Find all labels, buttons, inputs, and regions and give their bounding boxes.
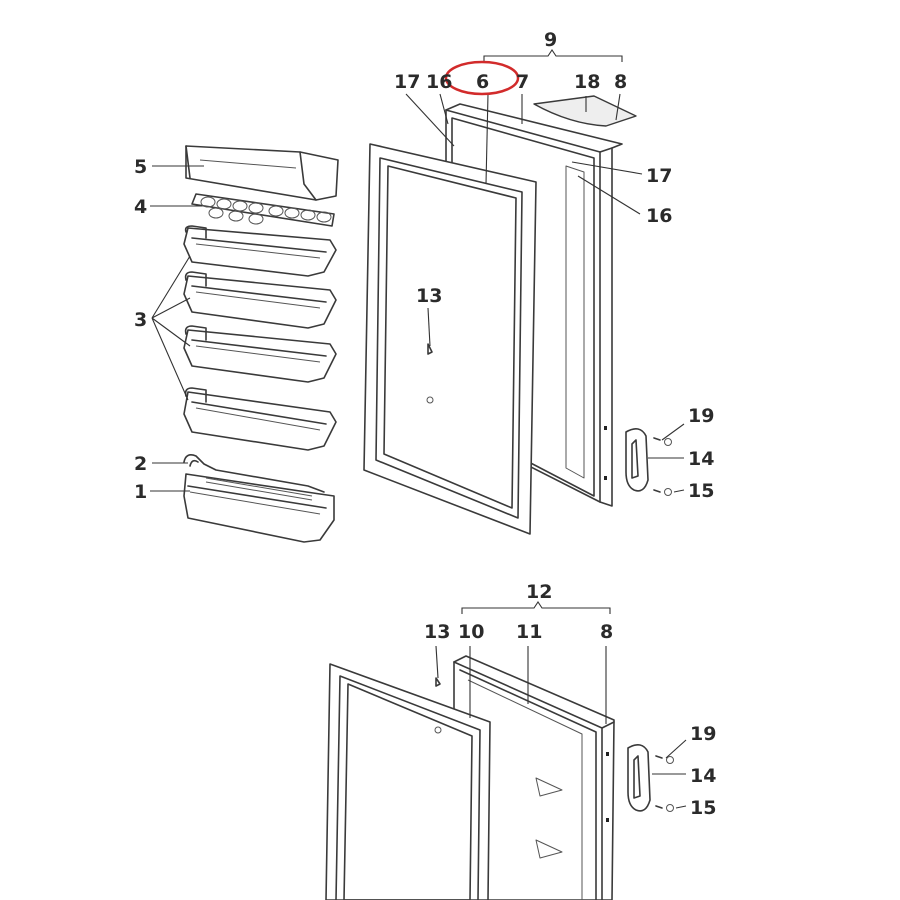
- callout-13-bottom: 13: [424, 621, 450, 643]
- egg-tray: [191, 193, 335, 227]
- fridge-door-gasket: [363, 143, 537, 535]
- callout-5: 5: [134, 156, 147, 178]
- freezer-screw: [434, 677, 442, 734]
- callout-19-bottom: 19: [690, 723, 716, 745]
- freezer-door-panel: [453, 655, 615, 900]
- callout-19-top: 19: [688, 405, 714, 427]
- callout-18: 18: [574, 71, 600, 93]
- callout-3: 3: [134, 309, 147, 331]
- bottle-shelf: [183, 473, 335, 543]
- callout-16-right: 16: [646, 205, 672, 227]
- callout-2: 2: [134, 453, 147, 475]
- callout-8-top: 8: [614, 71, 627, 93]
- callout-15-top: 15: [688, 480, 714, 502]
- callout-16-top: 16: [426, 71, 452, 93]
- door-shelf-3: [183, 325, 337, 383]
- callout-6: 6: [476, 71, 489, 93]
- hinge-cover: [533, 95, 637, 127]
- bottle-retainer: [183, 454, 325, 493]
- callout-7: 7: [516, 71, 529, 93]
- dairy-compartment-lid: [185, 145, 339, 201]
- callout-12: 12: [526, 581, 552, 603]
- callout-15-bottom: 15: [690, 797, 716, 819]
- highlight-ellipse: [444, 60, 520, 96]
- callout-17-right: 17: [646, 165, 672, 187]
- callout-8-bottom: 8: [600, 621, 613, 643]
- callout-labels: 5 4 3 2 1 9 17 16 6 7 18 8 17 16 13 19 1…: [134, 29, 716, 819]
- callout-17-top: 17: [394, 71, 420, 93]
- callout-11: 11: [516, 621, 542, 643]
- door-shelf-4: [183, 387, 337, 451]
- assembly-bracket-12: [461, 601, 611, 614]
- callout-13-top: 13: [416, 285, 442, 307]
- door-shelf-2: [183, 271, 337, 329]
- door-handle-upper: [625, 428, 672, 496]
- screw: [426, 343, 434, 404]
- door-shelf-1: [183, 225, 337, 277]
- callout-14-bottom: 14: [690, 765, 716, 787]
- callout-4: 4: [134, 196, 147, 218]
- callout-9: 9: [544, 29, 557, 51]
- callout-1: 1: [134, 481, 147, 503]
- callout-14-top: 14: [688, 448, 714, 470]
- leader-lines: [150, 93, 687, 809]
- door-handle-lower: [627, 744, 674, 812]
- freezer-door-gasket: [325, 663, 491, 900]
- assembly-bracket-9: [483, 49, 623, 62]
- callout-10: 10: [458, 621, 484, 643]
